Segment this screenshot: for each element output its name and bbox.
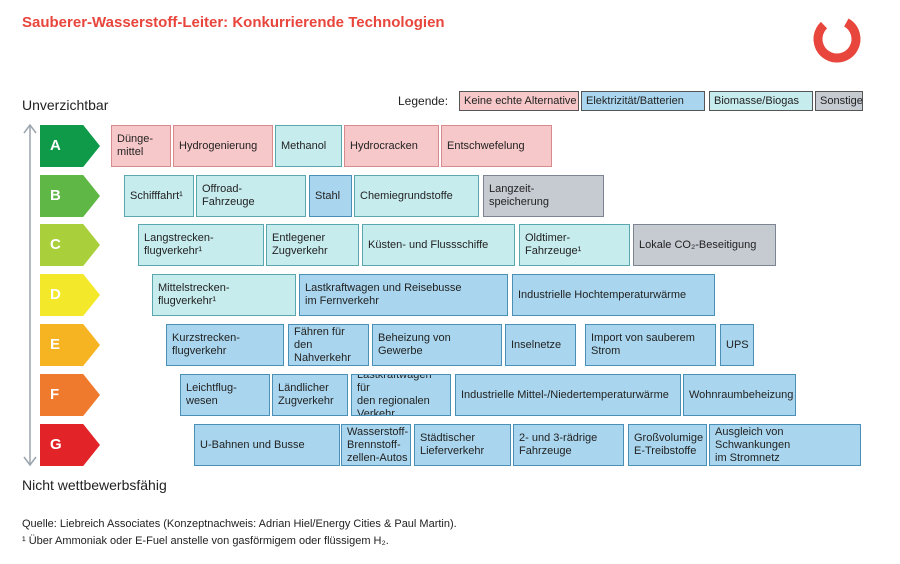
application-box: Stahl: [309, 175, 352, 217]
source-note: Quelle: Liebreich Associates (Konzeptnac…: [22, 518, 457, 530]
application-box: UPS: [720, 324, 754, 366]
grade-letter: C: [50, 236, 61, 253]
legend-item-bio: Biomasse/Biogas: [709, 91, 813, 111]
application-box: Ländlicher Zugverkehr: [272, 374, 348, 416]
application-box: Methanol: [275, 125, 342, 167]
application-box: Lastkraftwagen und Reisebusse im Fernver…: [299, 274, 508, 316]
application-box: Mittelstrecken- flugverkehr¹: [152, 274, 296, 316]
grade-letter: G: [50, 436, 62, 453]
application-box: Dünge- mittel: [111, 125, 171, 167]
application-box: 2- und 3-rädrige Fahrzeuge: [513, 424, 624, 466]
brand-logo-icon: [813, 15, 861, 63]
application-box: Oldtimer- Fahrzeuge¹: [519, 224, 630, 266]
legend-label: Legende:: [398, 94, 449, 108]
legend-item-other: Sonstige: [815, 91, 863, 111]
chart-title: Sauberer-Wasserstoff-Leiter: Konkurriere…: [22, 14, 445, 31]
grade-letter: F: [50, 386, 60, 403]
application-box: Lokale CO₂-Beseitigung: [633, 224, 776, 266]
application-box: Offroad- Fahrzeuge: [196, 175, 306, 217]
application-box: Hydrocracken: [344, 125, 439, 167]
footnote: ¹ Über Ammoniak oder E-Fuel anstelle von…: [22, 535, 389, 547]
grade-badge-f: F: [40, 374, 100, 416]
application-box: Großvolumige E-Treibstoffe: [628, 424, 707, 466]
application-box: Kurzstrecken- flugverkehr: [166, 324, 284, 366]
legend-item-elec: Elektrizität/Batterien: [581, 91, 705, 111]
application-box: Inselnetze: [505, 324, 576, 366]
grade-badge-b: B: [40, 175, 100, 217]
axis-label-bottom: Nicht wettbewerbsfähig: [22, 477, 167, 493]
grade-badge-c: C: [40, 224, 100, 266]
grade-letter: B: [50, 187, 61, 204]
application-box: Fähren für den Nahverkehr: [288, 324, 369, 366]
grade-badge-g: G: [40, 424, 100, 466]
application-box: Küsten- und Flussschiffe: [362, 224, 515, 266]
grade-badge-e: E: [40, 324, 100, 366]
grade-letter: E: [50, 336, 61, 353]
application-box: Leichtflug- wesen: [180, 374, 270, 416]
application-box: Beheizung von Gewerbe: [372, 324, 502, 366]
application-box: Langzeit- speicherung: [483, 175, 604, 217]
application-box: Schifffahrt¹: [124, 175, 194, 217]
grade-letter: A: [50, 137, 61, 154]
grade-badge-d: D: [40, 274, 100, 316]
application-box: Entschwefelung: [441, 125, 552, 167]
application-box: Hydrogenierung: [173, 125, 273, 167]
application-box: Industrielle Hochtemperaturwärme: [512, 274, 715, 316]
application-box: Industrielle Mittel-/Niedertemperaturwär…: [455, 374, 681, 416]
application-box: U-Bahnen und Busse: [194, 424, 340, 466]
application-box: Städtischer Lieferverkehr: [414, 424, 511, 466]
application-box: Chemiegrundstoffe: [354, 175, 479, 217]
application-box: Langstrecken- flugverkehr¹: [138, 224, 264, 266]
application-box: Wasserstoff- Brennstoff- zellen-Autos: [341, 424, 411, 466]
grade-badge-a: A: [40, 125, 100, 167]
application-box: Entlegener Zugverkehr: [266, 224, 359, 266]
application-box: Wohnraumbeheizung: [683, 374, 796, 416]
grade-letter: D: [50, 286, 61, 303]
legend-item-none: Keine echte Alternative: [459, 91, 579, 111]
application-box: Import von sauberem Strom: [585, 324, 716, 366]
application-box: Lastkraftwagen für den regionalen Verkeh…: [351, 374, 451, 416]
axis-arrow-icon: [23, 123, 37, 467]
application-box: Ausgleich von Schwankungen im Stromnetz: [709, 424, 861, 466]
axis-label-top: Unverzichtbar: [22, 97, 109, 113]
